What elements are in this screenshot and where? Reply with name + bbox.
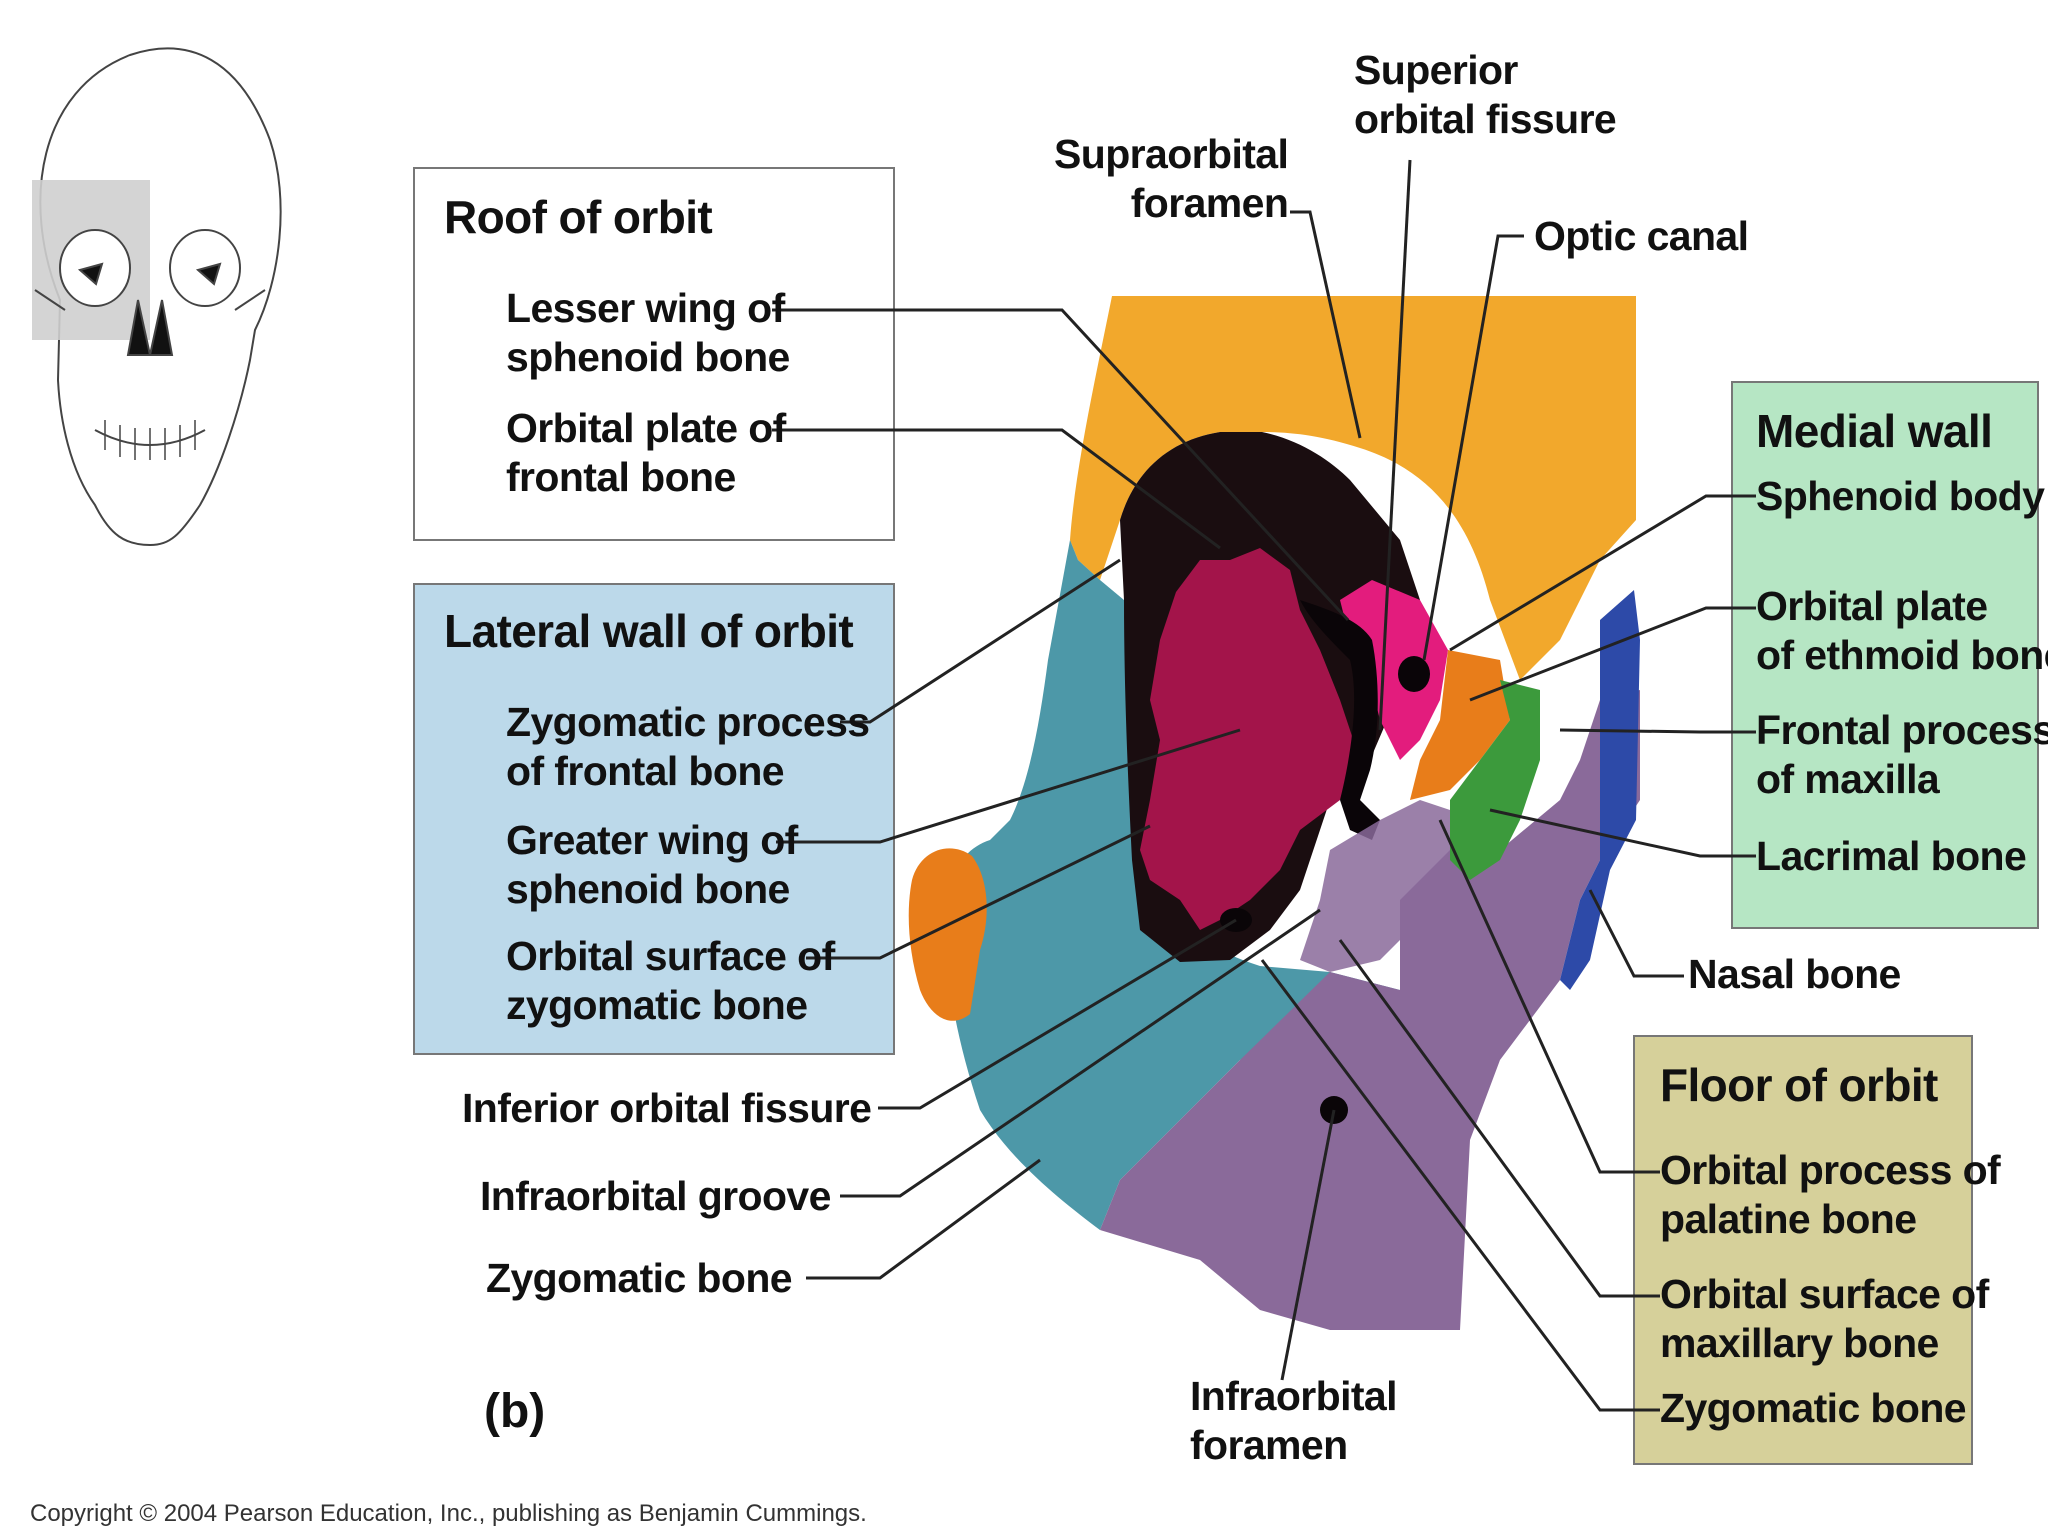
medial-item-sphenoid-body: Sphenoid body [1756,473,2045,519]
panel-letter: (b) [484,1385,546,1438]
leader-lines [772,159,1756,1412]
medial-box-bg [1731,381,2039,929]
copyright-notice: Copyright © 2004 Pearson Education, Inc.… [30,1500,867,1527]
lateral-box-bg [413,583,895,1055]
label-inferior-orbital-fissure: Inferior orbital fissure [462,1085,872,1131]
floor-box-title: Floor of orbit [1660,1059,1938,1111]
label-infraorbital-groove: Infraorbital groove [480,1173,831,1219]
roof-box-title: Roof of orbit [444,191,713,243]
frontal-bone [1070,296,1636,680]
superior-orbital-fissure-shape [1300,600,1380,840]
medial-item-frontal-process-maxilla: Frontal process of maxilla [1756,707,2048,802]
label-supraorbital-foramen: Supraorbital foramen [1054,131,1289,226]
ethmoid-plate [1410,650,1510,800]
roof-item-lesser-wing: Lesser wing of sphenoid bone [506,285,790,380]
lateral-item-zygomatic-process: Zygomatic process of frontal bone [506,699,870,794]
medial-item-ethmoid-plate: Orbital plate of ethmoid bone [1756,583,2048,678]
lateral-item-greater-wing: Greater wing of sphenoid bone [506,817,798,912]
floor-item-palatine: Orbital process of palatine bone [1660,1147,2001,1242]
zygomatic-tip [908,848,987,1021]
skull-thumbnail [32,47,282,547]
label-superior-orbital-fissure: Superior orbital fissure [1354,47,1617,142]
roof-item-orbital-plate-frontal: Orbital plate of frontal bone [506,405,786,500]
roof-box-bg [413,167,895,541]
sphenoid-greater-wing [1140,548,1360,930]
floor-item-zygomatic: Zygomatic bone [1660,1385,1967,1431]
label-zygomatic-bone: Zygomatic bone [486,1255,793,1301]
zygomatic-bone-shape [944,540,1400,1230]
sphenoid-body-shape [1340,580,1448,760]
orbital-floor [1300,800,1450,972]
floor-item-maxillary: Orbital surface of maxillary bone [1660,1271,1989,1366]
lacrimal-bone-shape [1450,680,1540,880]
medial-box-title: Medial wall [1756,405,1993,457]
label-nasal-bone: Nasal bone [1688,951,1901,997]
floor-box-bg [1633,1035,1973,1465]
label-infraorbital-foramen: Infraorbital foramen [1190,1373,1398,1468]
nasal-bone-shape [1560,590,1640,990]
optic-canal-hole [1398,656,1430,692]
orbit-bones [908,296,1640,1330]
lateral-item-orbital-surface-zygomatic: Orbital surface of zygomatic bone [506,933,835,1028]
label-optic-canal: Optic canal [1534,213,1749,259]
lateral-box-title: Lateral wall of orbit [444,605,854,657]
medial-item-lacrimal-bone: Lacrimal bone [1756,833,2027,879]
